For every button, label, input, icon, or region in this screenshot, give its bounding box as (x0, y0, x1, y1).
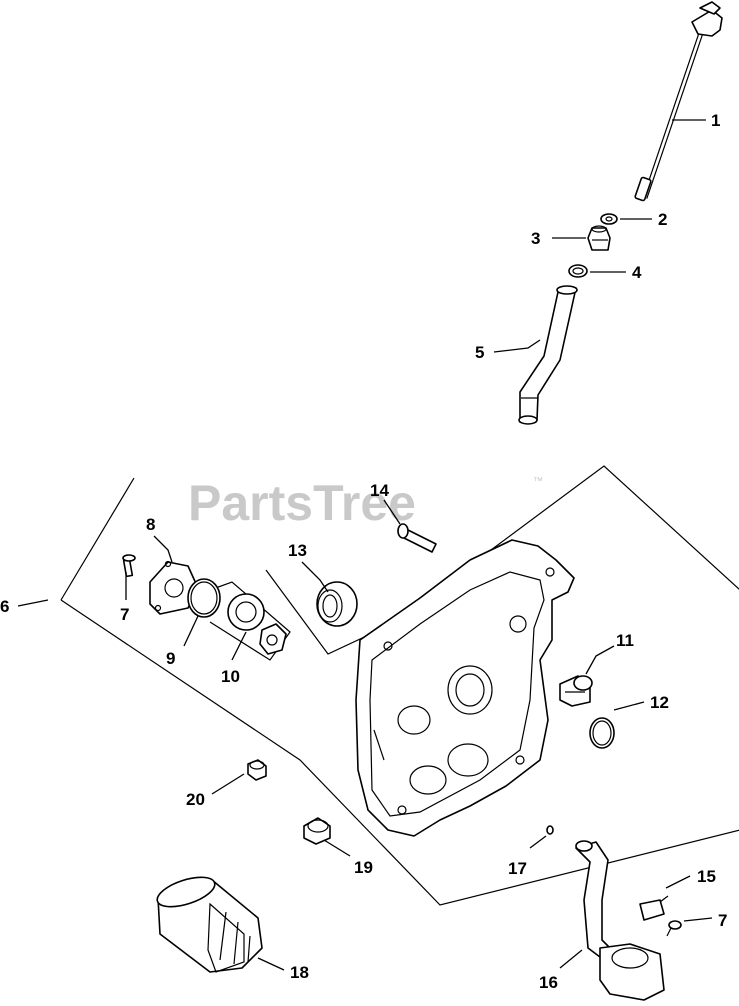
callout-18: 18 (290, 963, 309, 982)
part-valve[interactable] (559, 675, 593, 707)
callout-20: 20 (186, 790, 205, 809)
callout-2: 2 (658, 210, 667, 229)
part-oil-seal[interactable] (316, 581, 358, 627)
callout-5: 5 (475, 343, 484, 362)
part-plug[interactable] (247, 759, 267, 781)
callout-7-bottom: 7 (718, 911, 727, 930)
callout-1: 1 (711, 111, 720, 130)
part-bracket[interactable] (639, 895, 669, 921)
callout-6: 6 (0, 597, 9, 616)
part-pickup-tube[interactable] (575, 840, 665, 1001)
part-o-ring-tiny[interactable] (546, 825, 554, 835)
callout-4: 4 (632, 263, 642, 282)
callout-17: 17 (508, 859, 527, 878)
callout-11: 11 (616, 631, 634, 650)
part-drain-plug[interactable] (303, 817, 331, 845)
callout-8: 8 (146, 515, 155, 534)
watermark-text: PartsTree (188, 475, 416, 531)
watermark-trademark: ™ (533, 476, 543, 487)
part-dipstick-tube[interactable] (518, 285, 578, 425)
callout-3: 3 (531, 229, 540, 248)
callout-19: 19 (354, 858, 373, 877)
part-screw-bracket[interactable] (666, 920, 682, 937)
callout-10: 10 (221, 667, 240, 686)
callout-labels: 1 2 3 4 5 6 7 8 9 10 11 12 13 14 15 16 1… (0, 111, 727, 992)
callout-9: 9 (166, 649, 175, 668)
leader-lines (17, 119, 713, 971)
callout-12: 12 (650, 693, 669, 712)
part-grommet[interactable] (587, 225, 611, 251)
part-o-ring-small[interactable] (568, 264, 588, 278)
callout-13: 13 (288, 541, 307, 560)
part-washer[interactable] (600, 213, 618, 225)
part-oil-filter[interactable] (154, 871, 263, 973)
part-bolt[interactable] (397, 523, 437, 553)
part-screw-cover[interactable] (122, 554, 136, 578)
callout-16: 16 (539, 973, 558, 992)
part-dipstick[interactable] (634, 1, 723, 202)
callout-14: 14 (370, 481, 389, 500)
callout-15: 15 (697, 867, 716, 886)
part-pump-rotors[interactable] (227, 593, 287, 655)
part-o-ring-pump[interactable] (187, 578, 221, 618)
part-closure-plate[interactable] (355, 539, 575, 837)
callout-7-top: 7 (120, 605, 129, 624)
part-o-ring-large[interactable] (589, 717, 615, 749)
